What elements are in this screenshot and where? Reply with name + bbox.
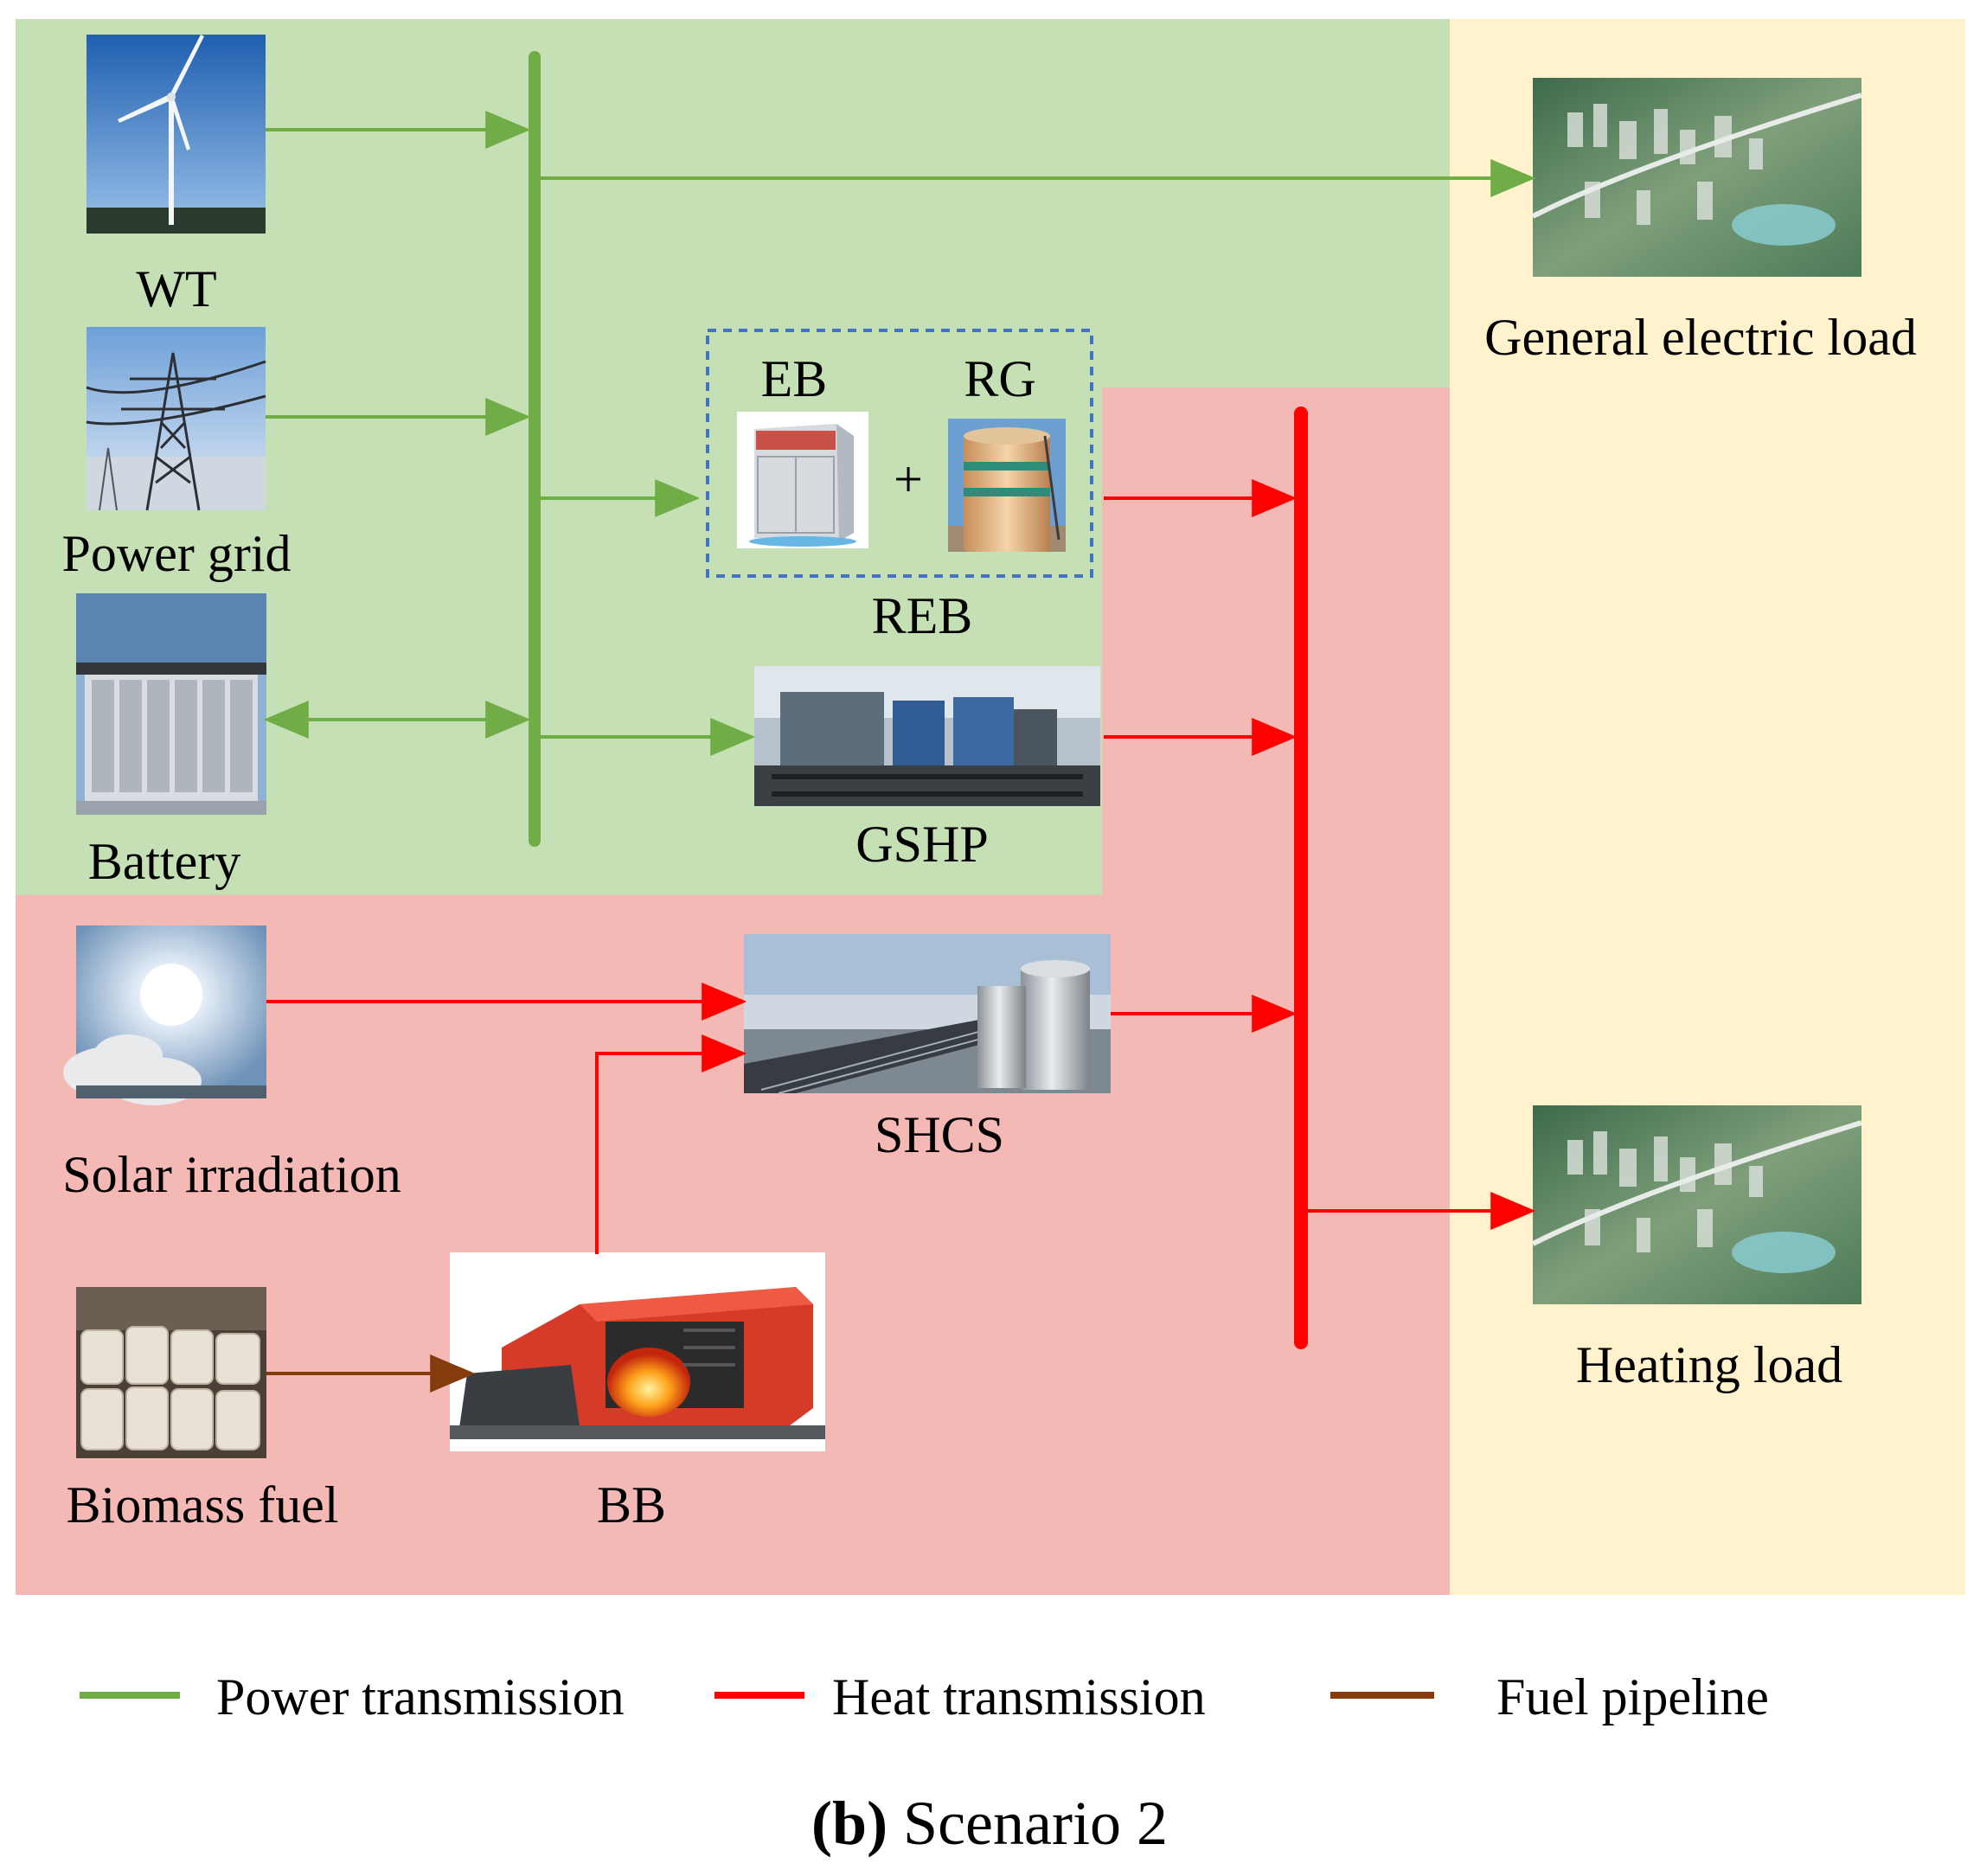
load-region	[1450, 19, 1965, 1595]
legend-label-heat: Heat transmission	[832, 1668, 1206, 1726]
wind-turbine-photo	[87, 35, 266, 234]
label-wt: WT	[136, 260, 216, 317]
transmission-tower-photo	[86, 327, 266, 511]
city-aerial-photo	[1531, 1105, 1862, 1304]
label-reb: REB	[872, 587, 973, 644]
label-biomass-fuel: Biomass fuel	[67, 1476, 339, 1533]
heat-pump-photo	[754, 666, 1100, 806]
solar-collector-photo	[744, 934, 1111, 1094]
sun-photo	[63, 925, 266, 1105]
city-aerial-photo	[1531, 78, 1862, 277]
legend-label-fuel: Fuel pipeline	[1496, 1668, 1769, 1726]
reb-group-box	[706, 329, 1093, 578]
label-general-electric-load: General electric load	[1484, 309, 1917, 366]
electric-boiler-photo	[737, 412, 868, 548]
heat-storage-tank-photo	[948, 419, 1066, 552]
label-eb: EB	[761, 350, 828, 407]
heat-flows	[266, 479, 1536, 1254]
caption-letter: (b)	[811, 1789, 887, 1858]
power-flows	[263, 111, 1536, 756]
legend-label-power: Power transmission	[216, 1668, 625, 1726]
label-shcs: SHCS	[875, 1106, 1004, 1163]
battery-storage-photo	[76, 593, 266, 815]
label-power-grid: Power grid	[62, 525, 292, 582]
flow-bb-to-shcs	[595, 1034, 747, 1254]
label-plus: +	[894, 451, 923, 508]
label-rg: RG	[964, 350, 1035, 407]
legend: Power transmission Heat transmission Fue…	[80, 1668, 1769, 1726]
label-heating-load: Heating load	[1576, 1336, 1842, 1393]
caption-text: Scenario 2	[887, 1789, 1168, 1858]
legend-item-fuel: Fuel pipeline	[1330, 1668, 1769, 1726]
label-bb: BB	[597, 1476, 666, 1533]
legend-item-power: Power transmission	[80, 1668, 625, 1726]
figure-caption: (b) Scenario 2	[811, 1789, 1168, 1858]
biomass-boiler-photo	[450, 1252, 825, 1451]
legend-item-heat: Heat transmission	[714, 1668, 1206, 1726]
node-labels: WT Power grid Battery EB RG + REB GSHP S…	[62, 260, 1917, 1533]
node-images	[63, 35, 1862, 1458]
label-battery: Battery	[88, 833, 241, 890]
label-solar-irradiation: Solar irradiation	[62, 1146, 401, 1203]
biomass-bags-photo	[76, 1287, 266, 1458]
label-gshp: GSHP	[855, 816, 988, 873]
